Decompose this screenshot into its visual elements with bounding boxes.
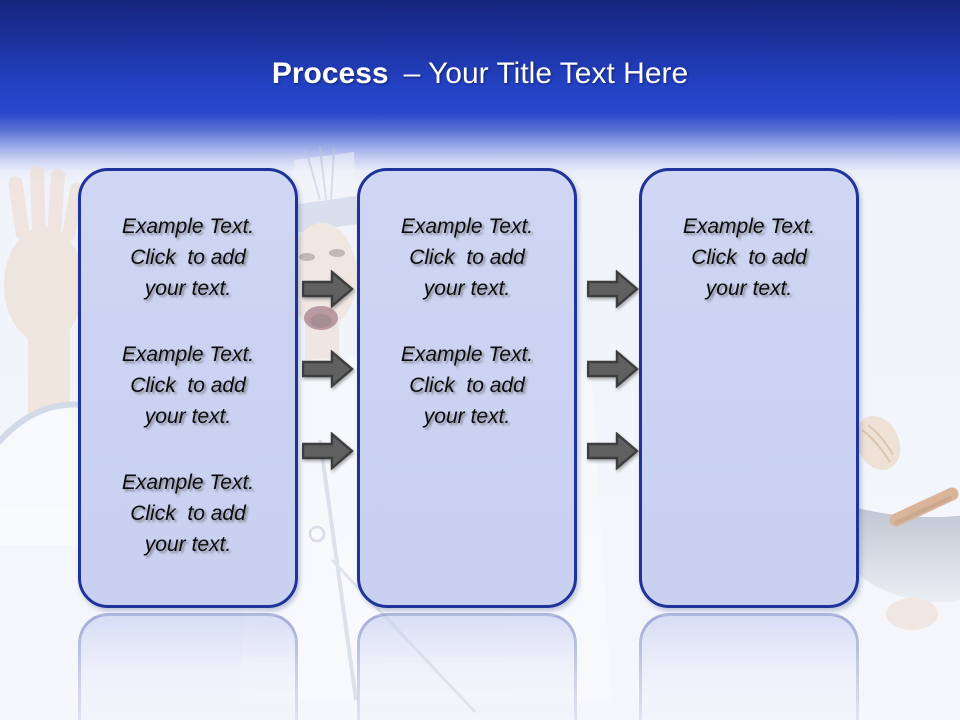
slide-title-text: – Your Title Text Here xyxy=(403,57,689,90)
whisk-loop xyxy=(308,525,326,543)
box-reflection xyxy=(639,613,859,720)
chef-left-hand xyxy=(0,166,95,545)
process-step-box-1[interactable]: Example Text. Click to add your text. Ex… xyxy=(78,168,298,608)
eye-left xyxy=(299,253,315,261)
right-hand xyxy=(886,598,938,630)
eye-right xyxy=(329,249,345,257)
placeholder-text[interactable]: Example Text. Click to add your text. xyxy=(121,215,255,300)
tossed-bread xyxy=(855,416,901,470)
right-arrow-icon xyxy=(587,432,639,470)
right-arrow-icon xyxy=(302,350,354,388)
placeholder-text[interactable]: Example Text. Click to add your text. xyxy=(400,215,534,300)
utensil-handle xyxy=(318,439,358,701)
placeholder-text[interactable]: Example Text. Click to add your text. xyxy=(121,471,255,556)
box-reflection xyxy=(78,613,298,720)
placeholder-text[interactable]: Example Text. Click to add your text. xyxy=(121,343,255,428)
process-step-box-3[interactable]: Example Text. Click to add your text. xyxy=(639,168,859,608)
right-arrow-icon xyxy=(302,432,354,470)
wok-pan xyxy=(828,416,960,630)
placeholder-text[interactable]: Example Text. Click to add your text. xyxy=(682,215,816,300)
process-step-box-2[interactable]: Example Text. Click to add your text. Ex… xyxy=(357,168,577,608)
placeholder-text[interactable]: Example Text. Click to add your text. xyxy=(400,343,534,428)
right-arrow-icon xyxy=(302,270,354,308)
slide-title: Process – Your Title Text Here xyxy=(0,53,960,95)
right-arrow-icon xyxy=(587,350,639,388)
whisk-wires xyxy=(305,146,335,201)
chef-face xyxy=(287,146,358,368)
box-reflection xyxy=(357,613,577,720)
title-banner xyxy=(0,0,960,182)
right-arrow-icon xyxy=(587,270,639,308)
wok-handle xyxy=(889,487,959,527)
hat-band xyxy=(292,196,358,233)
slide-title-topic: Process xyxy=(271,57,389,90)
